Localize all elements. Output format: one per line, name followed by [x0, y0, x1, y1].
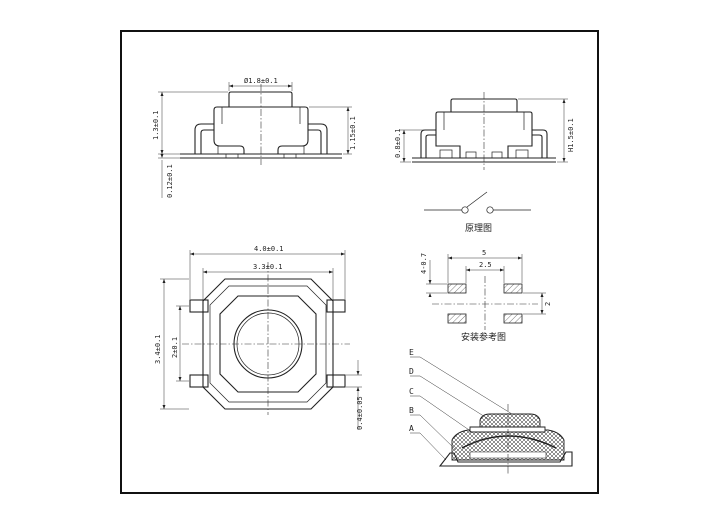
pad-layout: [426, 254, 546, 330]
dim-pin-width: 0.4±0.05: [356, 396, 364, 430]
dim-button-diameter: Ø1.8±0.1: [244, 77, 278, 85]
section-label-d: D: [409, 367, 414, 376]
section-label-e: E: [409, 348, 414, 357]
top-view: [160, 250, 362, 430]
dim-side-total-height: 1.3±0.1: [152, 110, 160, 140]
dim-top-inner-width: 3.3±0.1: [253, 263, 283, 271]
dim-pad-vertical: 2: [544, 302, 552, 306]
side-view-front: [158, 82, 352, 198]
dim-pin-pitch: 2±0.1: [171, 337, 179, 358]
section-label-c: C: [409, 387, 414, 396]
section-label-a: A: [409, 424, 414, 433]
pad-layout-caption: 安装参考图: [461, 331, 506, 343]
cross-section: [410, 356, 573, 474]
dim-terminal-thickness: 0.12±0.1: [166, 164, 174, 198]
dim-pad-inner: 2.5: [479, 261, 492, 269]
dim-top-width: 4.0±0.1: [254, 245, 284, 253]
dim-right-total-height: H1.5±0.1: [567, 118, 575, 152]
switch-schematic: [424, 191, 531, 214]
side-view-right: [400, 92, 568, 170]
drawing-border: [120, 30, 599, 494]
section-label-b: B: [409, 406, 414, 415]
dim-side-body-height: 1.15±0.1: [349, 116, 357, 150]
dim-right-body-height: 0.8±0.1: [394, 128, 402, 158]
schematic-caption: 原理图: [465, 223, 492, 234]
dim-pad-pitch: 5: [482, 249, 486, 257]
dim-top-height: 3.4±0.1: [154, 334, 162, 364]
dim-pad-width: 4-0.7: [420, 253, 428, 274]
